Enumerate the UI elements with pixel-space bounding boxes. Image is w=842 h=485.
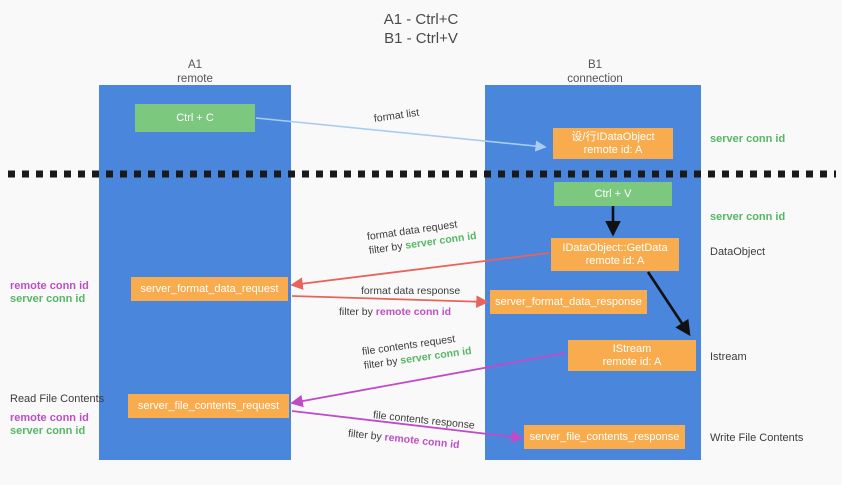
node-server-file-contents-request[interactable]: server_file_contents_request	[128, 394, 289, 418]
node-server-file-contents-request-label: server_file_contents_request	[137, 399, 280, 412]
lane-header-a1: A1 remote	[95, 58, 295, 86]
lane-header-b1-line1: B1	[587, 59, 603, 71]
annotation-server-conn-id-1: server conn id	[10, 293, 86, 305]
annotation-server-conn-id-mid: server conn id	[710, 211, 786, 223]
edge-label-file-contents-response: file contents response filter by remote …	[347, 408, 476, 453]
node-istream-line1: IStream	[612, 342, 652, 355]
annotation-remote-conn-id-1: remote conn id	[10, 280, 89, 292]
filter-key-remote-conn-id-1: remote conn id	[375, 306, 452, 318]
filter-prefix-3: filter by	[363, 354, 402, 372]
filter-prefix-4: filter by	[347, 427, 386, 444]
lane-header-b1-line2: connection	[567, 73, 623, 85]
lane-header-a1-line1: A1	[187, 59, 203, 71]
node-server-file-contents-response[interactable]: server_file_contents_response	[524, 425, 685, 449]
node-ctrl-v-line1: Ctrl + V	[594, 187, 632, 200]
title-line-1: A1 - Ctrl+C	[383, 11, 459, 28]
node-server-format-data-response[interactable]: server_format_data_response	[490, 290, 647, 314]
annotation-remote-conn-id-2: remote conn id	[10, 412, 89, 424]
node-set-idataobject-line1: 设/行IDataObject	[571, 130, 655, 143]
annotation-server-conn-id-2: server conn id	[10, 425, 86, 437]
edge-label-format-data-response-filter: filter by remote conn id	[339, 305, 460, 319]
annotation-istream: Istream	[710, 351, 747, 363]
node-server-format-data-request-label: server_format_data_request	[140, 282, 279, 295]
lane-header-a1-line2: remote	[177, 73, 213, 85]
edge-label-format-data-request: format data request filter by server con…	[366, 215, 477, 258]
node-ctrl-c-line1: Ctrl + C	[176, 111, 214, 124]
edge-label-format-list-text: format list	[373, 106, 420, 125]
node-ctrl-c[interactable]: Ctrl + C	[135, 104, 255, 132]
filter-key-remote-conn-id-2: remote conn id	[383, 431, 461, 452]
filter-prefix-1: filter by	[368, 239, 407, 257]
node-server-file-contents-response-label: server_file_contents_response	[529, 430, 680, 443]
edge-label-format-data-response-main: format data response	[361, 285, 461, 297]
node-set-idataobject-line2: remote id: A	[583, 143, 643, 156]
node-idataobject-getdata-line2: remote id: A	[585, 254, 645, 267]
edge-label-file-contents-request: file contents request filter by server c…	[361, 330, 472, 373]
node-set-idataobject[interactable]: 设/行IDataObject remote id: A	[553, 128, 673, 159]
node-idataobject-getdata[interactable]: IDataObject::GetData remote id: A	[551, 238, 679, 271]
node-istream-line2: remote id: A	[602, 355, 662, 368]
title-line-2: B1 - Ctrl+V	[384, 30, 458, 47]
node-idataobject-getdata-line1: IDataObject::GetData	[562, 241, 668, 254]
node-istream[interactable]: IStream remote id: A	[568, 340, 696, 371]
annotation-write-file-contents: Write File Contents	[710, 432, 804, 444]
annotation-read-file-contents: Read File Contents	[10, 393, 105, 405]
lane-header-b1: B1 connection	[495, 58, 695, 86]
node-ctrl-v[interactable]: Ctrl + V	[554, 182, 672, 206]
node-server-format-data-request[interactable]: server_format_data_request	[131, 277, 288, 301]
annotation-server-conn-id-top: server conn id	[710, 133, 786, 145]
edge-label-format-list: format list	[373, 106, 420, 126]
filter-prefix-2: filter by	[339, 306, 376, 318]
edge-label-format-data-response: format data response filter by remote co…	[339, 284, 461, 319]
edge-label-file-contents-response-main: file contents response	[372, 409, 476, 432]
annotation-dataobject: DataObject	[710, 246, 766, 258]
diagram-title: A1 - Ctrl+C B1 - Ctrl+V	[0, 10, 842, 48]
node-server-format-data-response-label: server_format_data_response	[495, 295, 642, 308]
